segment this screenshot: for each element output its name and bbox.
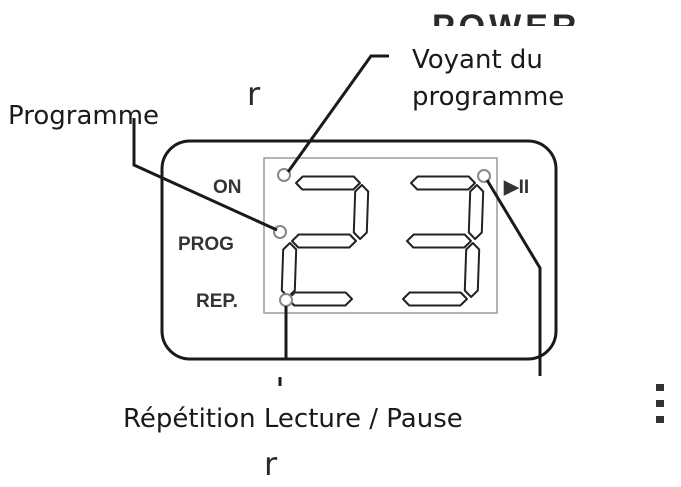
on-label: ON: [213, 177, 242, 198]
prog-led: [273, 225, 287, 239]
digit-1-segment-d: [287, 291, 353, 307]
on-led: [277, 168, 291, 182]
edge-fragment-mark: [656, 416, 664, 423]
digit-2-segment-d: [402, 291, 468, 307]
digit-2-segment-c: [463, 242, 481, 298]
power-text-fragment: POWER: [432, 8, 580, 46]
seven-segment-display: [280, 175, 485, 307]
prog-label: PROG: [178, 234, 234, 255]
digit-2-segment-b: [467, 184, 485, 240]
play-pause-label: ▶II: [504, 177, 530, 198]
program-leader-line: [132, 118, 278, 232]
rep-led: [279, 293, 293, 307]
repeat-play-pause-callout: Répétition Lecture / Pause: [123, 404, 463, 434]
play-pause-leader-line: [485, 179, 542, 376]
digit-2-segment-a: [410, 175, 476, 191]
rep-label: REP.: [196, 291, 238, 312]
r-fragment-top: r: [247, 75, 261, 113]
digit-1-segment-a: [295, 175, 361, 191]
digit-1-segment-b: [352, 184, 370, 240]
edge-fragment-mark: [656, 400, 664, 407]
r-fragment-bottom: r: [264, 445, 278, 483]
indicator-leader-line: [286, 54, 389, 173]
indicator-callout-line1: Voyant du: [412, 45, 543, 75]
play-pause-led: [477, 169, 491, 183]
digit-1-segment-g: [291, 233, 357, 249]
program-callout: Programme: [8, 101, 160, 131]
indicator-callout-line2: programme: [412, 82, 565, 112]
edge-fragment-mark: [656, 384, 664, 391]
digit-2-segment-g: [406, 233, 472, 249]
digit-1-segment-e: [280, 242, 298, 298]
